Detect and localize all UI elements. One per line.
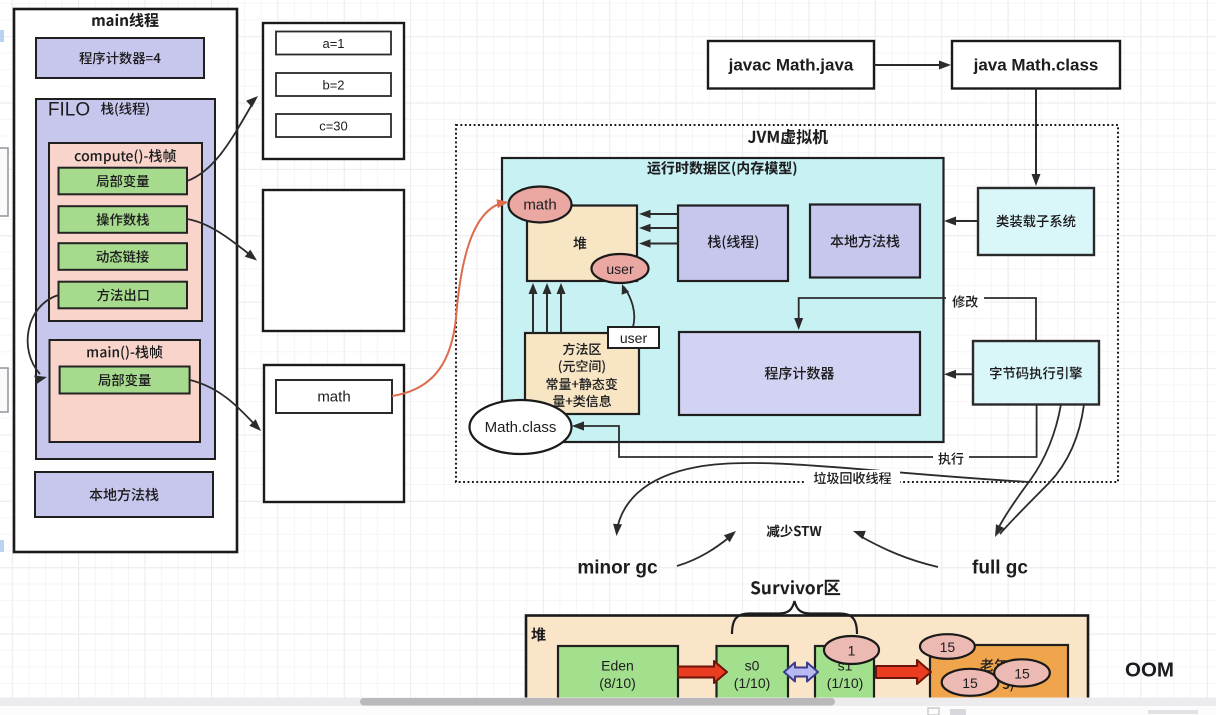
svg-text:full gc: full gc [972,558,1028,579]
svg-text:1: 1 [848,643,856,659]
svg-text:15: 15 [962,675,978,691]
svg-text:OOM: OOM [1125,659,1174,682]
svg-text:s0: s0 [745,658,760,674]
svg-text:(1/10): (1/10) [827,675,864,691]
svg-text:b=2: b=2 [322,78,344,93]
svg-text:user: user [606,261,634,277]
svg-text:15: 15 [940,639,956,655]
svg-text:Math.class: Math.class [485,419,557,436]
svg-text:FILO: FILO [48,100,90,121]
svg-text:java Math.class: java Math.class [973,56,1099,75]
svg-text:math: math [523,197,556,214]
svg-text:(1/10): (1/10) [734,675,771,691]
svg-text:javac Math.java: javac Math.java [728,56,854,75]
svg-text:a=1: a=1 [322,36,344,51]
svg-text:(8/10): (8/10) [599,675,636,691]
svg-text:minor gc: minor gc [577,558,658,579]
svg-text:user: user [620,330,648,346]
svg-text:math: math [317,389,350,406]
svg-text:c=30: c=30 [319,119,348,134]
svg-text:15: 15 [1014,665,1030,681]
svg-text:Eden: Eden [601,658,634,674]
